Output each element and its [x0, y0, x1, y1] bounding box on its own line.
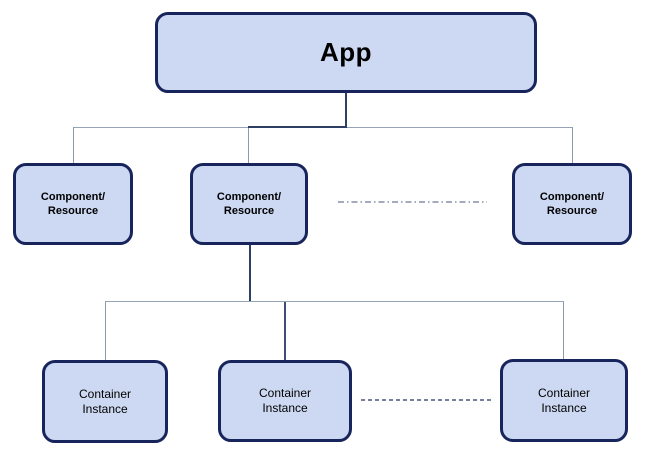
node-app: App	[155, 12, 537, 93]
connector-stub-container-1	[105, 302, 106, 360]
connector-stub-component-3	[572, 127, 573, 163]
node-component-2: Component/ Resource	[190, 163, 308, 245]
node-component-3: Component/ Resource	[512, 163, 632, 245]
node-component-1-label: Component/ Resource	[40, 191, 106, 217]
node-container-3-label: Container Instance	[537, 385, 591, 415]
node-container-2-label: Container Instance	[258, 386, 312, 415]
connector-stub-container-3	[563, 302, 564, 359]
node-container-2: Container Instance	[218, 360, 352, 442]
node-container-1: Container Instance	[42, 360, 168, 443]
connector-stub-component-1	[73, 127, 74, 163]
node-container-3: Container Instance	[500, 359, 628, 442]
node-component-2-label: Component/ Resource	[216, 191, 282, 217]
node-container-1-label: Container Instance	[78, 386, 132, 416]
connector-stub-component-2	[248, 128, 249, 163]
connector-stub-container-2	[284, 302, 286, 360]
connector-top-rail-dark-segment	[248, 126, 347, 128]
node-app-label: App	[319, 37, 373, 67]
node-component-3-label: Component/ Resource	[539, 191, 605, 217]
connector-bottom-rail	[105, 301, 564, 302]
node-component-1: Component/ Resource	[13, 163, 133, 245]
connector-component-drop	[249, 245, 251, 302]
connector-app-drop	[345, 93, 347, 128]
